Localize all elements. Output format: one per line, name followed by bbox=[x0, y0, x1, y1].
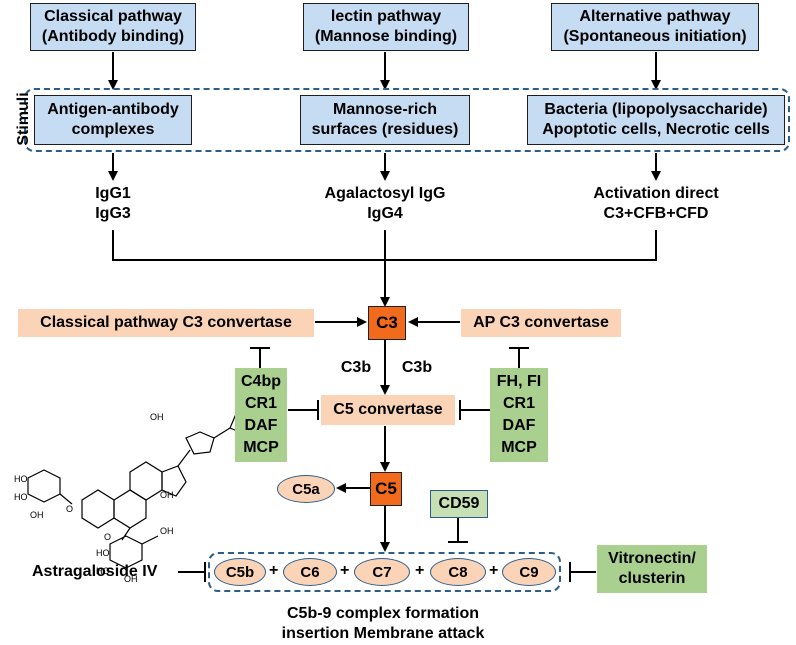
c5-node: C5 bbox=[370, 472, 402, 506]
svg-text:O: O bbox=[104, 532, 111, 542]
svg-text:OH: OH bbox=[160, 490, 174, 500]
mac-c5b-label: C5b bbox=[225, 563, 255, 581]
classical-pathway-box: Classical pathway (Antibody binding) bbox=[30, 3, 196, 51]
c3-label: C3 bbox=[376, 313, 398, 332]
stimulus-bacteria: Bacteria (lipopolysaccharide) Apoptotic … bbox=[527, 95, 785, 145]
mac-c9-label: C9 bbox=[519, 563, 539, 581]
alternative-pathway-subtitle: (Spontaneous initiation) bbox=[563, 28, 747, 45]
mac-c6-label: C6 bbox=[300, 563, 320, 581]
left-regulator-2: CR1 bbox=[244, 395, 277, 412]
ap-c3-convertase: AP C3 convertase bbox=[461, 309, 621, 337]
mediator-3-line2: C3+CFB+CFD bbox=[603, 205, 709, 222]
astragaloside-label: Astragaloside IV bbox=[32, 563, 158, 580]
svg-text:OH: OH bbox=[30, 510, 44, 520]
right-regulators-box: FH, FI CR1 DAF MCP bbox=[490, 368, 548, 462]
c5-convertase-box: C5 convertase bbox=[321, 395, 455, 425]
mac-caption-line2: insertion Membrane attack bbox=[281, 625, 485, 642]
c3-node: C3 bbox=[368, 306, 406, 340]
mac-c9: C9 bbox=[502, 558, 556, 586]
mediator-1-line2: IgG3 bbox=[95, 205, 131, 222]
plus-4: + bbox=[489, 562, 499, 579]
mediator-2-line1: Agalactosyl IgG bbox=[324, 185, 446, 202]
stimuli-label: Stimuli bbox=[15, 92, 32, 146]
merge-line-right bbox=[385, 230, 657, 261]
alternative-pathway-title: Alternative pathway bbox=[579, 8, 731, 25]
alternative-pathway-box: Alternative pathway (Spontaneous initiat… bbox=[551, 3, 759, 51]
mac-c7-label: C7 bbox=[372, 563, 392, 581]
plus-3: + bbox=[415, 562, 425, 579]
mac-c6: C6 bbox=[283, 558, 337, 586]
stimulus-antigen-antibody: Antigen-antibody complexes bbox=[34, 95, 192, 145]
classical-c3-convertase-label: Classical pathway C3 convertase bbox=[40, 314, 292, 331]
svg-text:HO: HO bbox=[96, 566, 110, 576]
right-regulator-4: MCP bbox=[501, 439, 537, 456]
lectin-pathway-box: lectin pathway (Mannose binding) bbox=[303, 3, 469, 51]
stimulus-2-line2: surfaces (residues) bbox=[311, 121, 459, 138]
mac-c8-label: C8 bbox=[448, 563, 468, 581]
plus-1: + bbox=[269, 562, 279, 579]
mediator-3-line1: Activation direct bbox=[593, 185, 719, 202]
c3b-left-label: C3b bbox=[340, 359, 372, 376]
mediator-activation-direct: Activation direct C3+CFB+CFD bbox=[571, 184, 741, 224]
right-regulator-1: FH, FI bbox=[496, 373, 542, 390]
left-regulator-1: C4bp bbox=[241, 373, 281, 390]
right-regulator-2: CR1 bbox=[502, 395, 535, 412]
svg-text:OH: OH bbox=[150, 412, 164, 422]
mediator-1-line1: IgG1 bbox=[95, 185, 131, 202]
mac-c7: C7 bbox=[354, 558, 410, 586]
cd59-label: CD59 bbox=[438, 495, 480, 512]
c5a-ellipse: C5a bbox=[277, 475, 335, 503]
right-regulator-3: DAF bbox=[502, 417, 536, 434]
svg-text:OH: OH bbox=[124, 574, 138, 584]
mac-complex-group bbox=[208, 552, 561, 592]
stimulus-2-line1: Mannose-rich bbox=[332, 101, 437, 118]
vitronectin-line2: clusterin bbox=[618, 570, 686, 587]
mac-c8: C8 bbox=[430, 558, 486, 586]
classical-c3-convertase: Classical pathway C3 convertase bbox=[18, 309, 314, 337]
ap-c3-convertase-label: AP C3 convertase bbox=[473, 314, 609, 331]
svg-text:HO: HO bbox=[14, 474, 28, 484]
mac-caption: C5b-9 complex formation insertion Membra… bbox=[258, 604, 508, 644]
left-regulator-4: MCP bbox=[243, 439, 279, 456]
stimulus-1-line1: Antigen-antibody bbox=[47, 101, 179, 118]
c5-convertase-label: C5 convertase bbox=[333, 401, 443, 418]
mediator-igg1-igg3: IgG1 IgG3 bbox=[63, 184, 163, 224]
mac-caption-line1: C5b-9 complex formation bbox=[286, 605, 480, 622]
stimulus-1-line2: complexes bbox=[71, 121, 155, 138]
c5-label: C5 bbox=[375, 479, 397, 498]
mediator-agalactosyl: Agalactosyl IgG IgG4 bbox=[305, 184, 465, 224]
vitronectin-clusterin-box: Vitronectin/ clusterin bbox=[597, 545, 707, 593]
left-regulator-3: DAF bbox=[244, 417, 278, 434]
lectin-pathway-title: lectin pathway bbox=[330, 8, 442, 25]
plus-2: + bbox=[340, 562, 350, 579]
classical-pathway-title: Classical pathway bbox=[44, 8, 182, 25]
svg-text:OH: OH bbox=[160, 526, 174, 536]
svg-text:O: O bbox=[66, 504, 73, 514]
c5a-label: C5a bbox=[292, 480, 320, 498]
classical-pathway-subtitle: (Antibody binding) bbox=[41, 28, 185, 45]
vitronectin-line1: Vitronectin/ bbox=[608, 550, 696, 567]
mediator-2-line2: IgG4 bbox=[367, 205, 403, 222]
stimulus-3-line2: Apoptotic cells, Necrotic cells bbox=[542, 121, 770, 138]
c3b-right-label: C3b bbox=[401, 359, 433, 376]
left-regulators-box: C4bp CR1 DAF MCP bbox=[235, 368, 287, 462]
astragaloside-structure-icon bbox=[27, 413, 245, 569]
stimulus-mannose-rich: Mannose-rich surfaces (residues) bbox=[300, 95, 470, 145]
cd59-box: CD59 bbox=[430, 490, 488, 518]
mac-c5b: C5b bbox=[214, 558, 266, 586]
merge-line-left bbox=[112, 230, 385, 261]
lectin-pathway-subtitle: (Mannose binding) bbox=[314, 28, 458, 45]
svg-text:HO: HO bbox=[14, 492, 28, 502]
stimuli-group bbox=[24, 88, 790, 152]
stimulus-3-line1: Bacteria (lipopolysaccharide) bbox=[544, 101, 768, 118]
svg-text:HO: HO bbox=[96, 548, 110, 558]
